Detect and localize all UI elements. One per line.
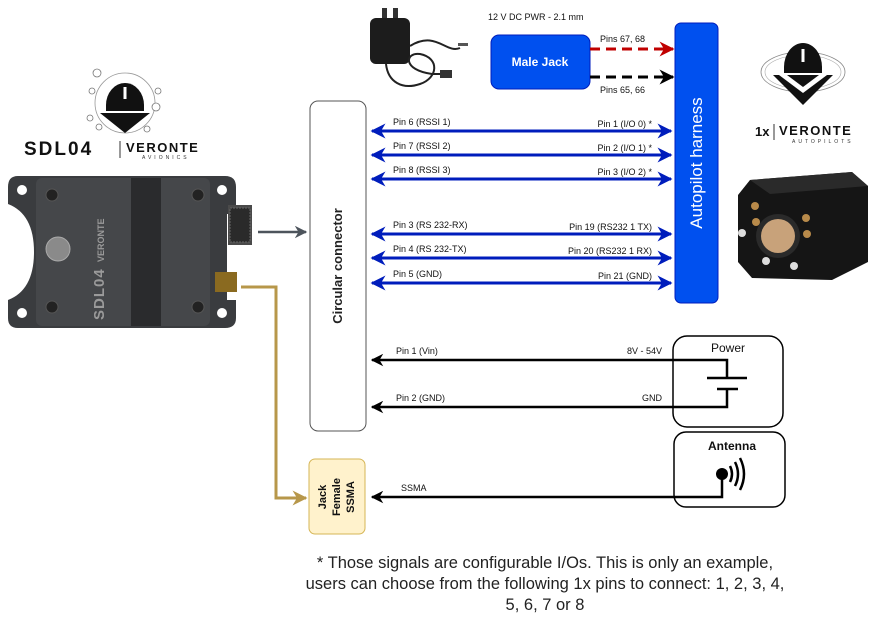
- signal-left-label: Pin 6 (RSSI 1): [393, 117, 451, 127]
- power-box: Power: [672, 335, 784, 428]
- jack-female-ssma: Jack Female SSMA: [308, 458, 366, 535]
- sdl04-brand-name: VERONTE: [126, 140, 199, 155]
- power-supply-label: 12 V DC PWR - 2.1 mm: [488, 12, 584, 22]
- gnd-right-label: GND: [642, 393, 663, 403]
- signal-right-label: Pin 2 (I/O 1) *: [597, 143, 652, 153]
- power-adapter-image: [370, 8, 468, 87]
- pins-negative-label: Pins 65, 66: [600, 85, 645, 95]
- sdl04-product-name: SDL04: [24, 139, 93, 160]
- circular-connector: Circular connector: [309, 100, 367, 432]
- sdl04-antenna-cable: [241, 285, 308, 506]
- jack-line-2: Female: [331, 478, 343, 516]
- autopilot-brand-name: VERONTE: [779, 123, 852, 138]
- gnd-line: [370, 389, 729, 414]
- autopilot-harness: Autopilot harness: [674, 22, 719, 304]
- antenna-box-label: Antenna: [708, 439, 756, 453]
- jack-line-1: Jack: [317, 484, 329, 509]
- ssma-label: SSMA: [401, 483, 427, 493]
- signal-left-label: Pin 3 (RS 232-RX): [393, 220, 468, 230]
- sdl04-logo: SDL04 VERONTE AVIONICS: [24, 68, 199, 161]
- signal-left-label: Pin 8 (RSSI 3): [393, 165, 451, 175]
- signal-right-label: Pin 20 (RS232 1 RX): [568, 246, 652, 256]
- vin-right-label: 8V - 54V: [627, 346, 662, 356]
- autopilot-brand-sub: AUTOPILOTS: [792, 139, 854, 145]
- signal-right-label: Pin 1 (I/O 0) *: [597, 119, 652, 129]
- svg-text:VERONTE: VERONTE: [96, 218, 106, 262]
- veronte-helmet-icon: [760, 43, 846, 105]
- signal-right-label: Pin 3 (I/O 2) *: [597, 167, 652, 177]
- male-jack-label: Male Jack: [512, 55, 569, 69]
- autopilot-device-image: [738, 172, 868, 280]
- signal-left-label: Pin 5 (GND): [393, 269, 442, 279]
- signal-lines: Pin 6 (RSSI 1) Pin 1 (I/O 0) * Pin 7 (RSSI…: [370, 117, 673, 291]
- jack-line-3: SSMA: [345, 481, 357, 513]
- configurable-io-footnote: * Those signals are configurable I/Os. T…: [305, 554, 785, 614]
- vin-left-label: Pin 1 (Vin): [396, 346, 438, 356]
- autopilot-harness-label: Autopilot harness: [687, 97, 706, 228]
- vin-line: [370, 353, 729, 378]
- signal-left-label: Pin 4 (RS 232-TX): [393, 244, 467, 254]
- signal-left-label: Pin 7 (RSSI 2): [393, 141, 451, 151]
- sdl04-brand-sub: AVIONICS: [142, 155, 190, 161]
- autopilot-logo: 1x VERONTE AUTOPILOTS: [755, 43, 854, 145]
- autopilot-product-name: 1x: [755, 124, 770, 139]
- sdl04-device-image: SDL04 VERONTE: [8, 176, 252, 328]
- power-box-label: Power: [711, 341, 745, 355]
- circular-connector-label: Circular connector: [330, 208, 345, 324]
- signal-right-label: Pin 21 (GND): [598, 271, 652, 281]
- gnd-left-label: Pin 2 (GND): [396, 393, 445, 403]
- signal-right-label: Pin 19 (RS232 1 TX): [569, 222, 652, 232]
- veronte-helmet-icon: [86, 68, 162, 134]
- antenna-icon: [716, 457, 746, 491]
- male-jack-box: Male Jack: [490, 34, 591, 90]
- ssma-cable: [370, 474, 724, 504]
- svg-text:SDL04: SDL04: [91, 268, 108, 320]
- pins-positive-label: Pins 67, 68: [600, 34, 645, 44]
- antenna-box: Antenna: [673, 431, 786, 508]
